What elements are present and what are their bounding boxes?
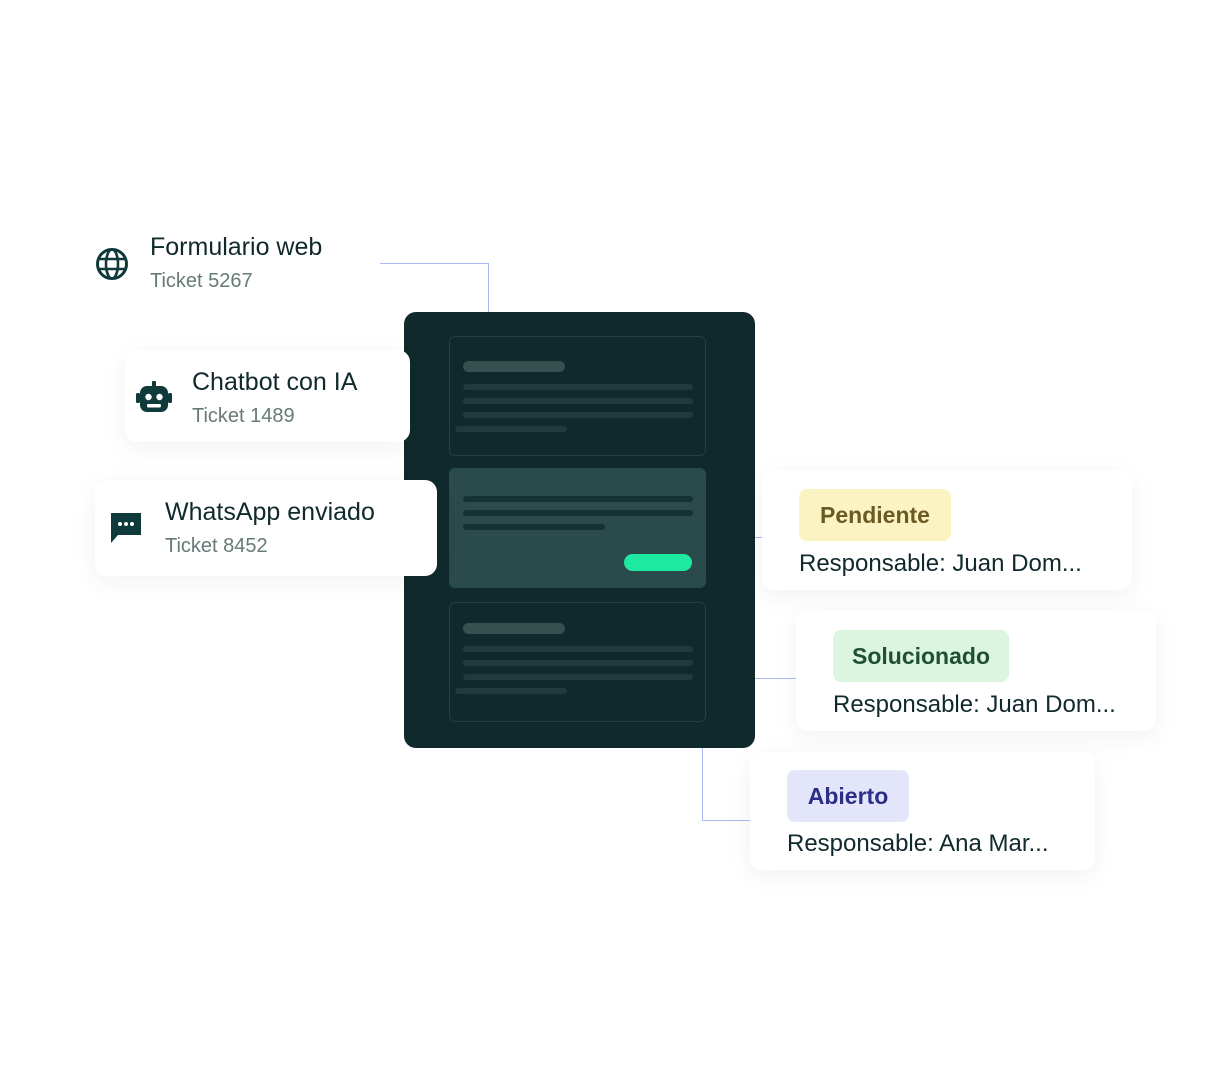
placeholder-bar <box>463 496 693 502</box>
source-title: Chatbot con IA <box>192 368 358 396</box>
responsible-label: Responsable: Juan Dom... <box>799 550 1082 577</box>
ticket-card[interactable] <box>449 602 706 722</box>
placeholder-bar <box>455 426 567 432</box>
source-card-chatbot[interactable]: Chatbot con IA Ticket 1489 <box>125 350 410 442</box>
placeholder-bar <box>463 361 565 372</box>
connector-line <box>702 820 750 821</box>
placeholder-bar <box>463 646 693 652</box>
robot-icon <box>136 380 172 419</box>
placeholder-bar <box>463 412 693 418</box>
ticket-card[interactable] <box>449 336 706 456</box>
source-title: WhatsApp enviado <box>165 498 375 526</box>
responsible-label: Responsable: Juan Dom... <box>833 691 1116 718</box>
placeholder-bar <box>463 660 693 666</box>
ticket-list-panel <box>404 312 755 748</box>
ticket-number: Ticket 8452 <box>165 535 268 557</box>
status-card-solved[interactable]: Solucionado Responsable: Juan Dom... <box>796 611 1156 731</box>
source-card-web-form[interactable]: Formulario web Ticket 5267 <box>70 215 380 311</box>
ticket-card-selected[interactable] <box>449 468 706 588</box>
status-badge: Abierto <box>787 770 909 822</box>
placeholder-bar <box>463 674 693 680</box>
source-card-whatsapp[interactable]: WhatsApp enviado Ticket 8452 <box>95 480 437 576</box>
status-badge: Solucionado <box>833 630 1009 682</box>
globe-icon <box>95 247 129 286</box>
status-badge: Pendiente <box>799 489 951 541</box>
placeholder-bar <box>455 688 567 694</box>
placeholder-bar <box>463 623 565 634</box>
chat-bubble-icon <box>109 511 143 550</box>
placeholder-bar <box>463 524 605 530</box>
ticket-number: Ticket 5267 <box>150 270 253 292</box>
action-pill[interactable] <box>624 554 692 571</box>
responsible-label: Responsable: Ana Mar... <box>787 830 1049 857</box>
placeholder-bar <box>463 384 693 390</box>
status-card-open[interactable]: Abierto Responsable: Ana Mar... <box>750 752 1095 870</box>
ticket-number: Ticket 1489 <box>192 405 295 427</box>
connector-line <box>380 263 489 264</box>
status-card-pending[interactable]: Pendiente Responsable: Juan Dom... <box>762 470 1132 590</box>
placeholder-bar <box>463 398 693 404</box>
source-title: Formulario web <box>150 233 323 261</box>
placeholder-bar <box>463 510 693 516</box>
